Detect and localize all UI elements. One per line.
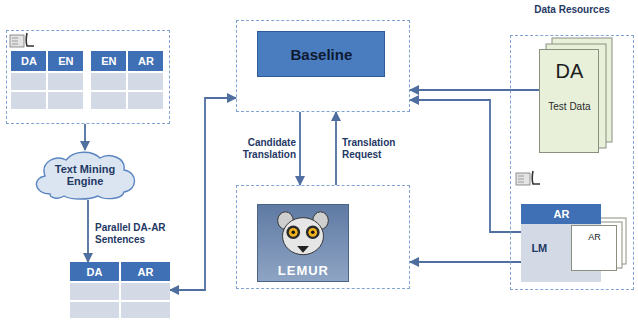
- node-text: LM: [531, 242, 547, 254]
- logo-letter-shape: [532, 171, 540, 184]
- connector-arrow: [410, 100, 521, 232]
- table-cell: [91, 92, 126, 109]
- table-row: [70, 283, 170, 299]
- logo-book: [516, 173, 530, 185]
- table-row: [11, 92, 83, 109]
- group-box: DAENENAR: [6, 30, 170, 124]
- logo-book: [10, 35, 24, 47]
- edge-label: Translation Request: [342, 137, 408, 161]
- lemur-pupil: [292, 231, 296, 235]
- connector-arrow: [299, 112, 301, 185]
- table-cell: [48, 73, 83, 90]
- document-box: DA Test Data: [539, 49, 599, 153]
- cloud-outline: [36, 152, 134, 199]
- node-text: EN: [48, 51, 83, 71]
- connector-arrow: [170, 98, 236, 290]
- lemur-mask: [287, 226, 301, 240]
- table-cell: [48, 92, 83, 109]
- connector-arrow: [410, 261, 521, 263]
- lemur-nose: [298, 246, 310, 253]
- table-cell: [70, 302, 119, 318]
- logo-box: LEMUR: [257, 204, 349, 282]
- node-text: Data Resources: [511, 4, 633, 16]
- table-box: DAEN: [11, 51, 83, 109]
- node-text: LEMUR: [258, 263, 348, 278]
- connector-arrow: [87, 200, 89, 262]
- group-box: Baseline: [236, 20, 410, 112]
- table-box: ENAR: [91, 51, 163, 109]
- logo-letter-shape: [26, 33, 34, 46]
- node-text: AR: [588, 232, 601, 242]
- logo-lines: [12, 38, 18, 44]
- lemur-eye: [309, 228, 318, 237]
- table-cell: [70, 283, 119, 299]
- connector-arrow: [335, 112, 337, 185]
- table-cell: [91, 73, 126, 90]
- table-cell: [128, 92, 163, 109]
- document-box: AR: [571, 225, 617, 271]
- table-header: ENAR: [91, 51, 163, 71]
- logo-icon: [516, 171, 540, 185]
- lemur-head: [283, 218, 324, 255]
- node-text: Text Mining Engine: [46, 163, 124, 187]
- cloud-shape: Text Mining Engine: [30, 150, 140, 200]
- lemur-mask: [306, 226, 320, 240]
- logo-icon: [10, 33, 34, 47]
- node-text: AR: [128, 51, 163, 71]
- node-text: DA: [555, 60, 583, 83]
- table-row: [91, 73, 163, 90]
- connector-arrow: [84, 124, 86, 150]
- table-cell: [11, 73, 46, 90]
- lemur-pupil: [311, 231, 315, 235]
- group-box: LEMUR: [236, 185, 410, 289]
- table-cell: [11, 92, 46, 109]
- node-text: Baseline: [291, 46, 353, 63]
- table-cell: [121, 302, 170, 318]
- table-cell: [128, 73, 163, 90]
- table-header: DAEN: [11, 51, 83, 71]
- table-row: [11, 73, 83, 90]
- node-text: DA: [11, 51, 46, 71]
- node-text: AR: [121, 262, 170, 281]
- node-text: DA: [70, 262, 119, 281]
- logo-lines: [518, 176, 524, 182]
- group-box: Data ResourcesDATest DataARLMAR: [510, 35, 634, 290]
- table-header: DAAR: [70, 262, 170, 281]
- node-text: EN: [91, 51, 126, 71]
- table-cell: [121, 283, 170, 299]
- process-box: Baseline: [257, 31, 385, 77]
- lemur-eye: [289, 228, 298, 237]
- edge-label: Parallel DA-AR Sentences: [95, 222, 177, 246]
- table-box: DAAR: [70, 262, 170, 318]
- table-row: [91, 92, 163, 109]
- edge-label: Candidate Translation: [234, 137, 296, 161]
- node-text: Test Data: [548, 101, 590, 112]
- connector-arrow: [410, 89, 539, 91]
- node-text: AR: [521, 204, 601, 224]
- resource-panel: AR LM AR: [521, 204, 601, 282]
- table-row: [70, 302, 170, 318]
